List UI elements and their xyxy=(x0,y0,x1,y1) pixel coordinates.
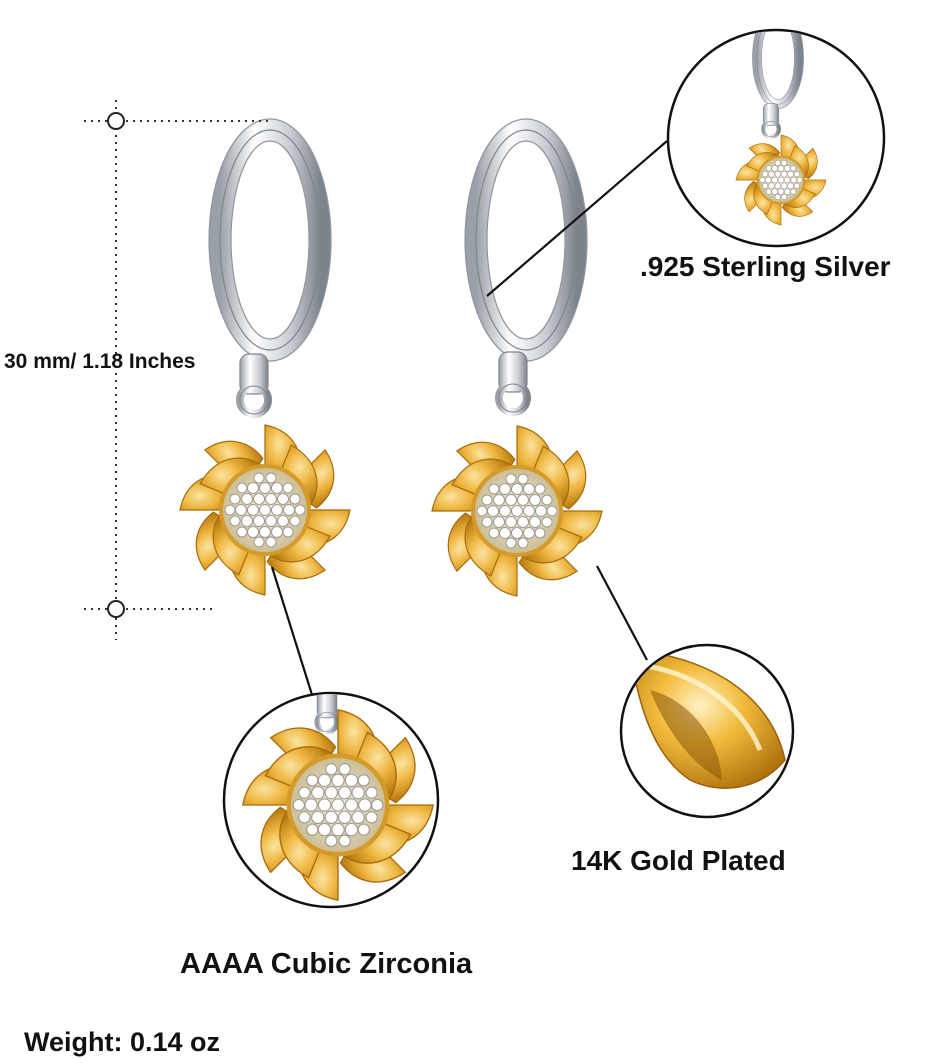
measure-marker-bottom xyxy=(107,600,125,618)
zoom-circle-zirconia xyxy=(222,691,440,909)
measure-marker-top xyxy=(107,112,125,130)
gold-callout-label: 14K Gold Plated xyxy=(571,845,786,876)
callout-lines xyxy=(270,140,668,699)
zirconia-callout-label: AAAA Cubic Zirconia xyxy=(180,948,473,980)
zoom-circle-silver xyxy=(666,28,886,248)
dimension-label: 30 mm/ 1.18 Inches xyxy=(4,350,196,373)
zoom-circle-gold xyxy=(619,643,795,819)
earring-left xyxy=(179,119,351,596)
weight-label: Weight: 0.14 oz xyxy=(24,1027,221,1057)
dimension-marker xyxy=(84,100,272,640)
earring-right xyxy=(431,119,603,597)
silver-callout-label: .925 Sterling Silver xyxy=(640,251,891,282)
